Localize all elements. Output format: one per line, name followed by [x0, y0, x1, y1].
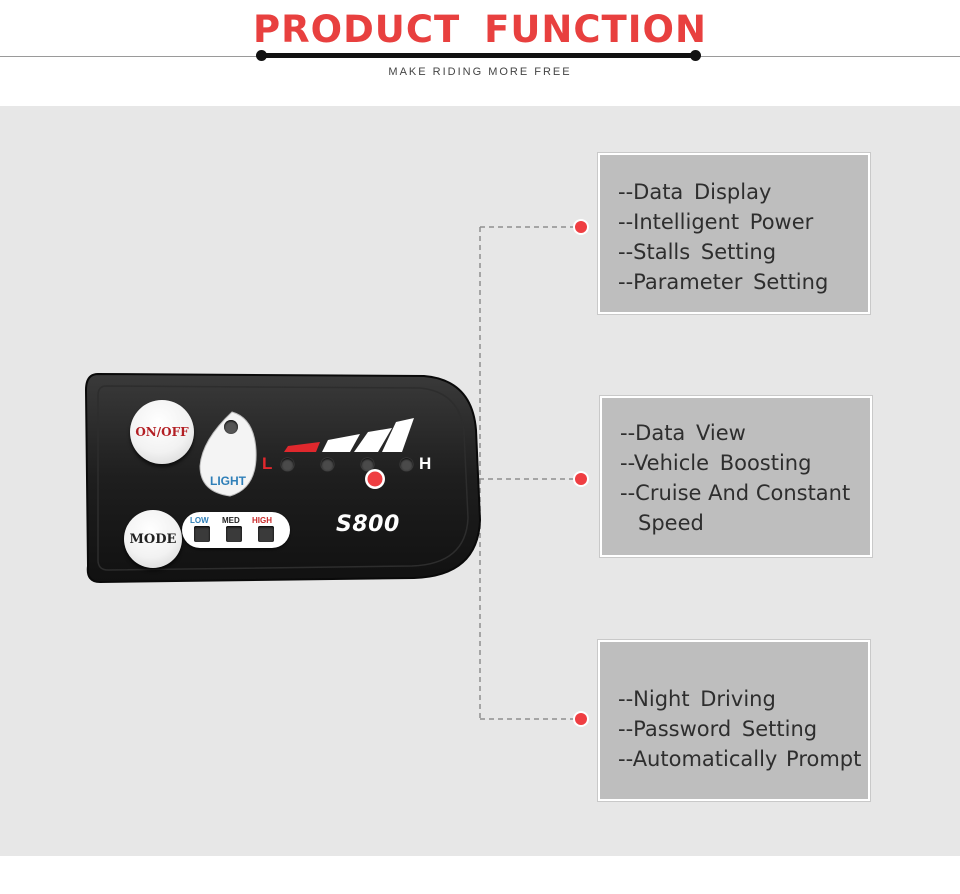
header: PRODUCT FUNCTION MAKE RIDING MORE FREE [0, 0, 960, 106]
level-l-letter: L [262, 454, 273, 473]
level-bar-2 [322, 434, 360, 452]
underline-left-dot [256, 50, 267, 61]
page-title: PRODUCT FUNCTION [253, 8, 707, 51]
level-low-indicator [194, 526, 210, 542]
feature-1-line-3: --Stalls Setting [618, 240, 777, 264]
feature-2-line-2: --Vehicle Boosting [620, 451, 812, 475]
feature-box-1: --Data Display --Intelligent Power --Sta… [597, 152, 871, 315]
underline-right-dot [690, 50, 701, 61]
onoff-label: ON/OFF [135, 425, 189, 439]
connector-dot-middle [575, 473, 587, 485]
level-h-letter: H [419, 454, 432, 473]
connector-dot-bottom [575, 713, 587, 725]
feature-2-line-3: --Cruise And Constant [620, 481, 851, 505]
level-bar-3 [354, 428, 392, 452]
feature-1-line-2: --Intelligent Power [618, 210, 814, 234]
feature-2-line-4: Speed [638, 511, 704, 535]
level-high-indicator [258, 526, 274, 542]
mode-label: MODE [129, 531, 177, 547]
model-name: S800 [336, 512, 400, 537]
onoff-button[interactable]: ON/OFF [130, 400, 194, 464]
feature-3-line-2: --Password Setting [618, 717, 818, 741]
feature-box-2: --Data View --Vehicle Boosting --Cruise … [599, 395, 873, 558]
level-bar-1 [284, 442, 320, 452]
light-indicator [224, 420, 238, 434]
mode-button[interactable]: MODE [124, 510, 182, 568]
feature-box-3: --Night Driving --Password Setting --Aut… [597, 639, 871, 802]
level-med-label: MED [222, 516, 240, 525]
feature-1-line-1: --Data Display [618, 180, 772, 204]
led-4 [400, 458, 413, 471]
page-subtitle: MAKE RIDING MORE FREE [388, 66, 572, 78]
feature-3-line-1: --Night Driving [618, 687, 776, 711]
feature-3-line-3: --Automatically Prompt [618, 747, 862, 771]
level-high-label: HIGH [252, 516, 272, 525]
level-low-label: LOW [190, 516, 209, 525]
device-pointer-dot [365, 469, 385, 489]
feature-2-line-1: --Data View [620, 421, 746, 445]
title-underline [262, 53, 696, 58]
level-med-indicator [226, 526, 242, 542]
led-1 [281, 458, 294, 471]
led-2 [321, 458, 334, 471]
light-button[interactable]: LIGHT [210, 474, 246, 488]
level-bar-4 [382, 418, 414, 452]
footer-space [0, 856, 960, 894]
feature-1-line-4: --Parameter Setting [618, 270, 829, 294]
led-3 [361, 458, 374, 471]
s800-display-device: ON/OFF LIGHT MODE LOW MED HIGH L H S800 [84, 370, 484, 586]
connector-dot-top [575, 221, 587, 233]
